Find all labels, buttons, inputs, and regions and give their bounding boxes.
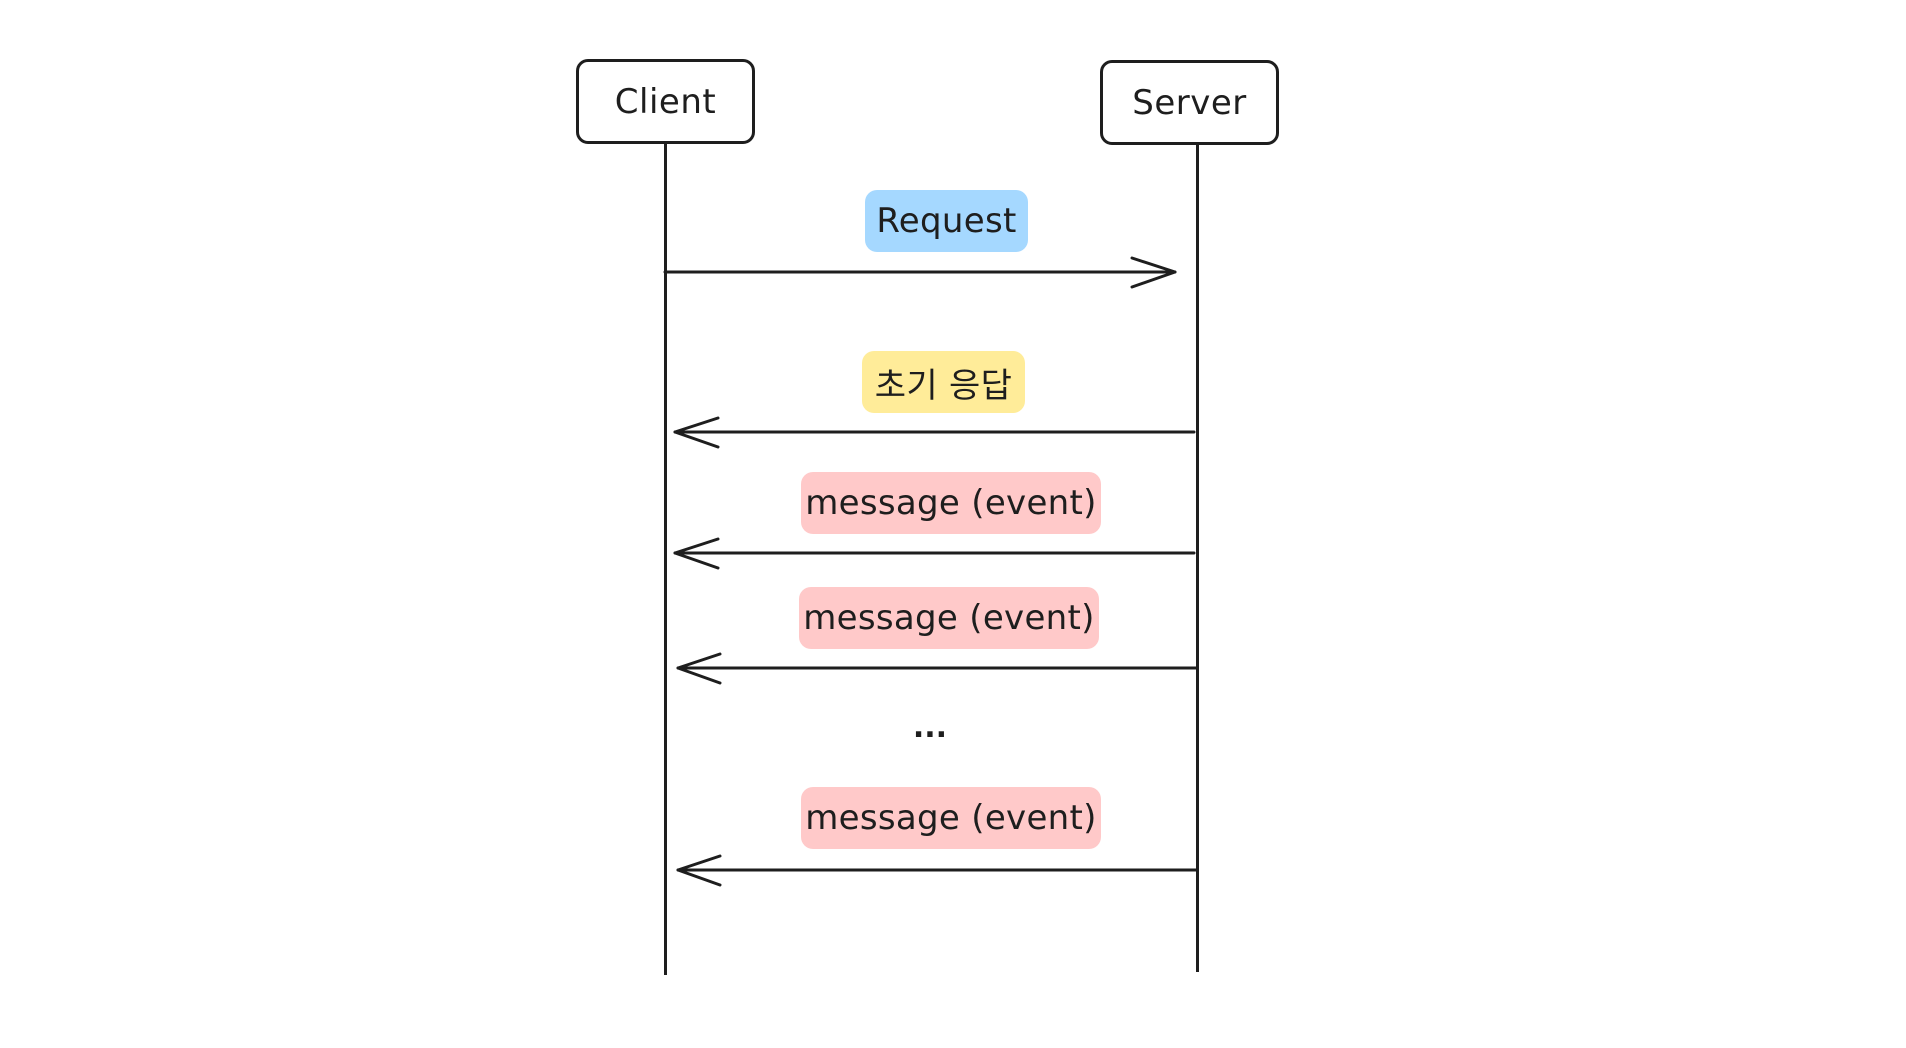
event-label-3: message (event) <box>801 787 1101 849</box>
ellipsis-text: ... <box>912 710 948 745</box>
client-lifeline <box>664 143 667 975</box>
event-arrowhead-2 <box>676 652 722 685</box>
server-actor-label: Server <box>1132 82 1247 123</box>
client-actor: Client <box>576 59 755 144</box>
event-arrowhead-3 <box>676 854 722 887</box>
server-lifeline <box>1196 143 1199 972</box>
event-arrowhead-1 <box>673 537 720 570</box>
request-arrowhead <box>1130 256 1177 289</box>
event-label-1: message (event) <box>801 472 1101 534</box>
request-label: Request <box>865 190 1028 252</box>
initial-response-label: 초기 응답 <box>862 351 1025 413</box>
event-label-2: message (event) <box>799 587 1099 649</box>
client-actor-label: Client <box>614 81 717 122</box>
initial-response-arrowhead <box>673 416 720 449</box>
server-actor: Server <box>1100 60 1279 145</box>
